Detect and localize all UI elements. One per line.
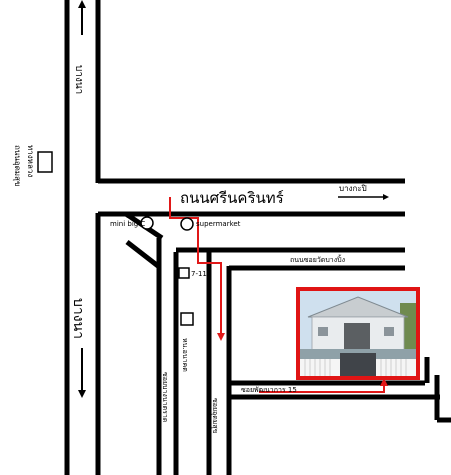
bangkapi-label: บางกะปิ xyxy=(339,184,367,193)
soi-vertical-2-label: ซอยอุดมสุข xyxy=(211,398,219,434)
route-arrow-down-icon xyxy=(217,333,225,341)
wat-road-label: ถนนซอยวัดบางปิ้ง xyxy=(290,253,345,264)
main-road-label: ถนนศรีนครินทร์ xyxy=(180,189,284,207)
square-marker-icon xyxy=(180,312,194,326)
house-image xyxy=(300,291,416,376)
square-marker-icon xyxy=(178,267,190,279)
route-path xyxy=(169,197,222,333)
square-marker-icon xyxy=(37,151,53,173)
seven-eleven-label: 7-11 xyxy=(191,270,207,278)
left-vertical-1-label: ทางหลวง xyxy=(26,145,35,177)
soi-vertical-1-label: ซอยบางนาตราด xyxy=(161,372,169,422)
road-diagonal-connector xyxy=(125,240,160,268)
arrow-down-icon xyxy=(78,348,86,398)
arrow-right-icon xyxy=(338,194,389,200)
left-vertical-2-label: ถนนอุดมสุข xyxy=(13,145,22,186)
mini-bigc-label: mini big C xyxy=(110,220,145,228)
route-arrow-right-icon xyxy=(380,378,388,386)
supermarket-label: supermarket xyxy=(196,220,241,228)
circle-marker-icon xyxy=(140,216,154,230)
bangna-bottom-label: บางนา xyxy=(70,298,86,339)
house-photo xyxy=(296,287,420,380)
arrow-up-icon xyxy=(78,0,86,35)
pharmacy-label: หน.อนาคต xyxy=(181,338,189,372)
route-path-lower xyxy=(259,386,385,393)
soi-lower-label: ซอยพัฒนาการ 15 xyxy=(241,386,297,394)
circle-marker-icon xyxy=(180,217,194,231)
bangna-top-label: บางนา xyxy=(73,65,84,94)
